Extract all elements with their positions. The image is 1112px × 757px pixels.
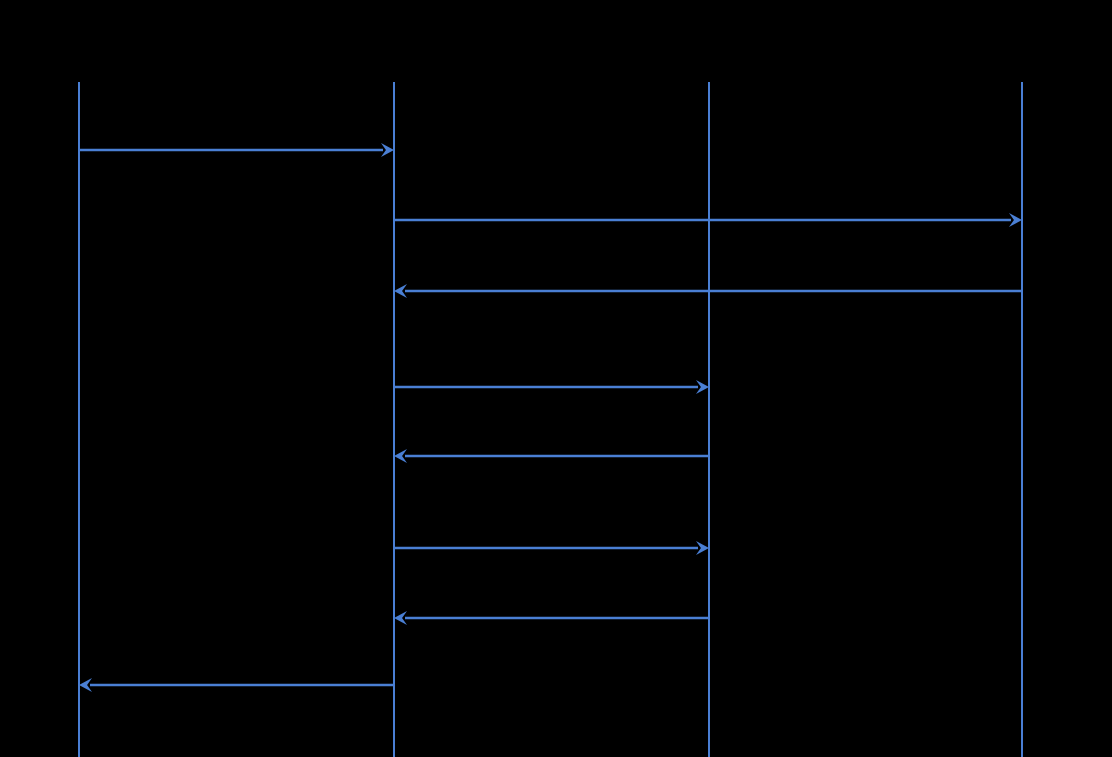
message-2 xyxy=(394,213,1022,227)
message-arrowhead-8 xyxy=(79,678,92,692)
message-6 xyxy=(394,541,709,555)
messages-group xyxy=(79,143,1022,692)
message-arrowhead-2 xyxy=(1009,213,1022,227)
message-5 xyxy=(394,449,709,463)
message-arrowhead-7 xyxy=(394,611,407,625)
message-4 xyxy=(394,380,709,394)
message-1 xyxy=(79,143,394,157)
message-arrowhead-5 xyxy=(394,449,407,463)
message-7 xyxy=(394,611,709,625)
lifelines-group xyxy=(77,82,1024,757)
message-arrowhead-3 xyxy=(394,284,407,298)
message-8 xyxy=(79,678,394,692)
message-3 xyxy=(394,284,1022,298)
message-arrowhead-4 xyxy=(696,380,709,394)
message-arrowhead-6 xyxy=(696,541,709,555)
message-arrowhead-1 xyxy=(381,143,394,157)
